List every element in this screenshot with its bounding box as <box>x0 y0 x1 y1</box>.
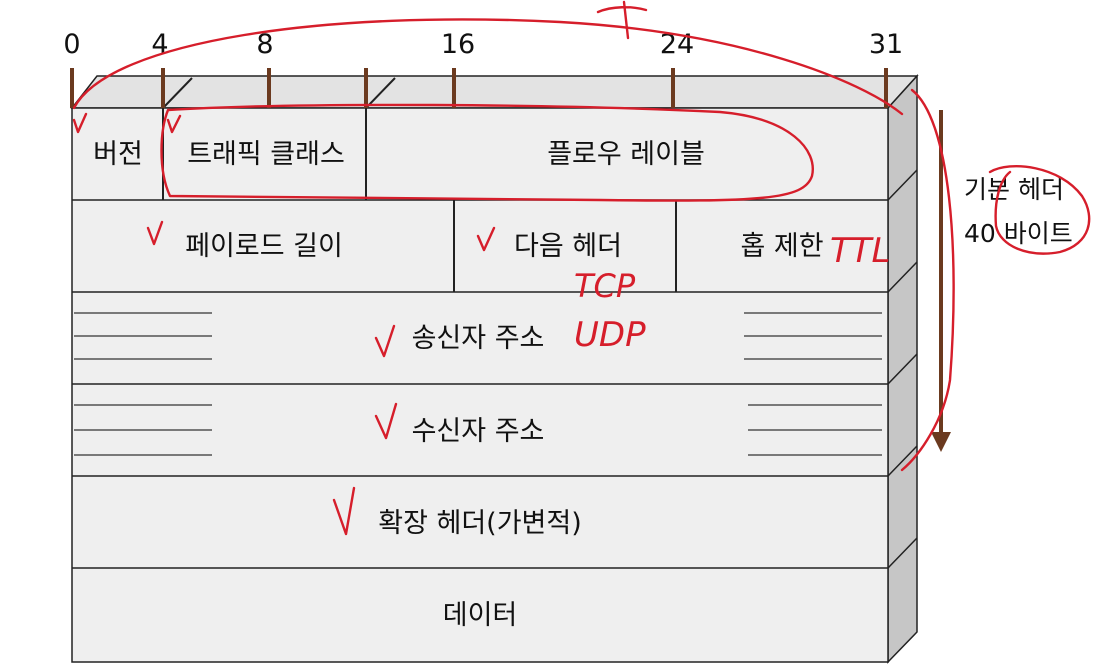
check-destination-address <box>374 402 398 440</box>
side-face-row-lines <box>887 169 918 569</box>
field-source-address: 송신자 주소 <box>412 323 545 354</box>
base-header-arrow <box>931 110 951 452</box>
annotation-ttl: TTL <box>830 231 890 271</box>
check-payload-length <box>146 220 164 246</box>
annotation-loop-flow <box>160 103 814 202</box>
annotation-tcp: TCP <box>574 267 636 305</box>
field-next-header: 다음 헤더 <box>514 231 622 262</box>
handwritten-annotations: TTL TCP UDP <box>72 0 1091 536</box>
tick-label-31: 31 <box>869 29 903 60</box>
annotation-arc-top <box>72 18 904 116</box>
field-data: 데이터 <box>443 600 518 631</box>
tick-label-8: 8 <box>256 29 273 60</box>
check-source-address <box>374 324 396 358</box>
annotation-udp: UDP <box>574 315 646 355</box>
annotation-top-scribble <box>596 0 648 40</box>
check-traffic-class <box>166 114 182 134</box>
source-address-hatch <box>74 312 882 360</box>
annotation-side-arc <box>900 88 955 472</box>
bit-tick-labels: 0 4 8 16 24 31 <box>63 29 903 60</box>
field-payload-length: 페이로드 길이 <box>185 231 343 262</box>
top-face-dividers <box>162 77 396 109</box>
check-extension-header <box>332 486 356 536</box>
check-next-header <box>476 226 496 252</box>
field-destination-address: 수신자 주소 <box>412 416 545 447</box>
tick-label-0: 0 <box>63 29 80 60</box>
check-version <box>72 112 88 134</box>
tick-label-16: 16 <box>441 29 475 60</box>
field-flow-label: 플로우 레이블 <box>547 139 705 170</box>
field-traffic-class: 트래픽 클래스 <box>187 139 345 170</box>
field-extension-header: 확장 헤더(가변적) <box>378 508 582 539</box>
destination-address-hatch <box>74 404 882 456</box>
field-hop-limit: 홉 제한 <box>740 231 823 262</box>
base-header-label: 기본 헤더 <box>964 175 1064 204</box>
base-header-size-label: 40 바이트 <box>964 219 1073 248</box>
field-version: 버전 <box>93 139 143 170</box>
front-face <box>71 107 889 663</box>
annotation-side-loop <box>988 165 1091 255</box>
block-top-face <box>70 75 919 109</box>
